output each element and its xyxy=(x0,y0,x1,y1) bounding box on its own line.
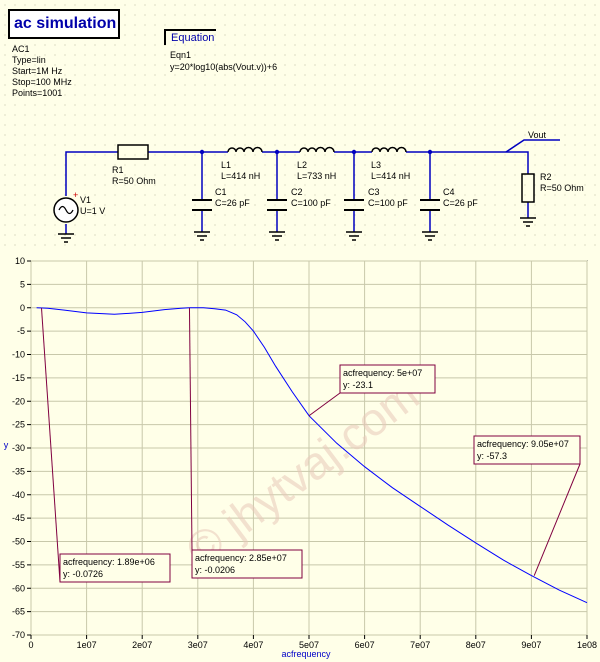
y-tick-label-16: -70 xyxy=(12,630,25,640)
marker-group: acfrequency: 1.89e+06 y: -0.0726 acfrequen… xyxy=(41,307,581,583)
x-tick-label-9: 9e07 xyxy=(521,640,541,650)
ac-param-4: Points=1001 xyxy=(12,88,63,98)
c2-value: C=100 pF xyxy=(291,198,331,208)
marker-3-y-label: y: -57.3 xyxy=(477,451,507,461)
x-tick-labels: 0 1e07 2e07 3e07 4e07 5e07 6e07 7e07 8e07 9e07 1e0… xyxy=(28,635,597,650)
y-tick-label-7: -25 xyxy=(12,420,25,430)
y-axis-label: y xyxy=(4,440,9,450)
ac-param-3: Stop=100 MHz xyxy=(12,77,72,87)
svg-text:+: + xyxy=(73,190,78,200)
y-tick-label-2: 0 xyxy=(20,303,25,313)
y-tick-labels: 10 5 0 -5 -10 -15 -20 -25 -30 -35 -40 -45 -50 -55 -60 -… xyxy=(12,256,31,640)
marker-2-y-label: y: -23.1 xyxy=(343,380,373,390)
x-tick-label-2: 2e07 xyxy=(132,640,152,650)
y-tick-label-4: -10 xyxy=(12,350,25,360)
marker-2-x-label: acfrequency: 5e+07 xyxy=(343,368,422,378)
y-tick-label-10: -40 xyxy=(12,490,25,500)
l3-value: L=414 nH xyxy=(371,171,411,181)
y-tick-label-14: -60 xyxy=(12,583,25,593)
c1-value: C=26 pF xyxy=(215,198,250,208)
equation-title: Equation xyxy=(171,32,215,44)
y-tick-label-9: -35 xyxy=(12,466,25,476)
x-tick-label-1: 1e07 xyxy=(77,640,97,650)
r2-name: R2 xyxy=(540,172,552,182)
l3-name: L3 xyxy=(371,160,382,170)
x-axis-label: acfrequency xyxy=(281,649,331,659)
y-tick-label-12: -50 xyxy=(12,537,25,547)
c3-value: C=100 pF xyxy=(368,198,408,208)
x-tick-label-5: 5e07 xyxy=(299,640,319,650)
x-tick-label-3: 3e07 xyxy=(188,640,208,650)
marker-leader-2 xyxy=(308,392,341,417)
v1-name: V1 xyxy=(80,195,92,205)
ac-param-0: AC1 xyxy=(12,44,30,54)
x-tick-label-4: 4e07 xyxy=(243,640,263,650)
ac-param-2: Start=1M Hz xyxy=(12,66,63,76)
l1-name: L1 xyxy=(221,160,232,170)
y-tick-label-6: -20 xyxy=(12,396,25,406)
marker-leader-3 xyxy=(533,463,581,576)
c1-name: C1 xyxy=(215,187,227,197)
marker-3-x-label: acfrequency: 9.05e+07 xyxy=(477,439,569,449)
marker-1-y-label: y: -0.0206 xyxy=(195,565,235,575)
x-tick-label-6: 6e07 xyxy=(355,640,375,650)
v1-value: U=1 V xyxy=(80,206,106,216)
y-tick-label-0: 10 xyxy=(15,256,25,266)
equation-block[interactable]: Equation xyxy=(164,29,216,45)
ac-simulation-title: ac simulation xyxy=(14,15,117,32)
y-tick-label-8: -30 xyxy=(12,443,25,453)
c4-value: C=26 pF xyxy=(443,198,478,208)
r1-value: R=50 Ohm xyxy=(112,176,156,186)
ac-simulation-block[interactable]: ac simulation xyxy=(8,9,120,39)
x-tick-label-7: 7e07 xyxy=(410,640,430,650)
y-tick-label-13: -55 xyxy=(12,560,25,570)
circuit-wires: + xyxy=(53,139,560,243)
marker-box-3[interactable] xyxy=(473,435,581,465)
l2-value: L=733 nH xyxy=(297,171,337,181)
equation-name: Eqn1 xyxy=(170,50,192,60)
c2-name: C2 xyxy=(291,187,303,197)
marker-leader-0 xyxy=(41,308,61,583)
marker-1-x-label: acfrequency: 2.85e+07 xyxy=(195,553,287,563)
c3-name: C3 xyxy=(368,187,380,197)
marker-0-y-label: y: -0.0726 xyxy=(63,569,103,579)
l1-value: L=414 nH xyxy=(221,171,261,181)
l2-name: L2 xyxy=(297,160,308,170)
y-tick-label-1: 5 xyxy=(20,279,25,289)
y-tick-label-11: -45 xyxy=(12,513,25,523)
schematic-canvas[interactable]: ac simulation AC1 Type=lin Start=1M Hz S… xyxy=(0,0,600,250)
marker-box-2[interactable] xyxy=(339,364,436,394)
x-tick-label-10: 1e08 xyxy=(577,640,597,650)
x-tick-label-0: 0 xyxy=(28,640,33,650)
marker-box-0[interactable] xyxy=(59,553,171,583)
ac-param-1: Type=lin xyxy=(12,55,46,65)
y-tick-label-3: -5 xyxy=(17,326,25,336)
r1-name: R1 xyxy=(112,165,124,175)
equation-expression: y=20*log10(abs(Vout.v))+6 xyxy=(170,62,278,72)
marker-leader-1 xyxy=(188,307,193,551)
r2-value: R=50 Ohm xyxy=(540,183,584,193)
y-tick-label-15: -65 xyxy=(12,607,25,617)
marker-0-x-label: acfrequency: 1.89e+06 xyxy=(63,557,155,567)
c4-name: C4 xyxy=(443,187,455,197)
marker-box-1[interactable] xyxy=(191,549,303,579)
x-tick-label-8: 8e07 xyxy=(466,640,486,650)
vout-label: Vout xyxy=(528,130,547,140)
y-tick-label-5: -15 xyxy=(12,373,25,383)
series-line[interactable] xyxy=(36,307,588,604)
ac-response-plot[interactable]: 10 5 0 -5 -10 -15 -20 -25 -30 -35 -40 -45 -50 -55 -60 -… xyxy=(0,250,600,662)
